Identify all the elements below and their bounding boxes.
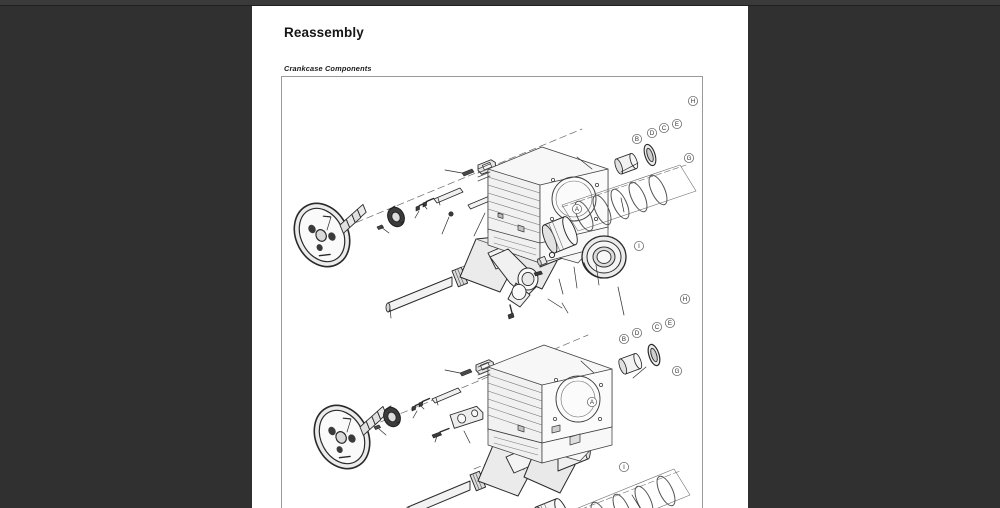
callout-h: H: [687, 95, 698, 106]
callout-circle: [631, 134, 642, 145]
callout-circle: [671, 365, 682, 376]
callout-label: C: [662, 125, 667, 132]
callout-circle: [571, 204, 582, 215]
callout-label: A: [575, 206, 580, 213]
callout-circle: [683, 153, 694, 164]
callout-i: I: [618, 461, 629, 472]
callout-label: D: [650, 130, 655, 137]
callout-b: B: [631, 134, 642, 145]
callout-d: D: [646, 128, 657, 139]
page-title: Reassembly: [284, 25, 364, 40]
callout-label: D: [635, 330, 640, 337]
callout-circle: [679, 293, 690, 304]
callout-circle: [671, 119, 682, 130]
callout-circle: [633, 240, 644, 251]
callout-label: G: [687, 155, 692, 162]
figure-container: ABCDEFGHIJKLMNOPQRABCDEFGHIJKLMMNOPQ: [281, 76, 703, 508]
callout-circle: [586, 396, 597, 407]
callout-label: I: [638, 243, 640, 250]
callout-e: E: [664, 317, 675, 328]
lower-assembly-group: [302, 334, 691, 508]
callout-h: H: [679, 293, 690, 304]
callout-i: I: [633, 240, 644, 251]
callout-b: B: [618, 333, 629, 344]
callout-circle: [646, 128, 657, 139]
callout-label: G: [675, 368, 680, 375]
crankcase-exploded-diagram: ABCDEFGHIJKLMNOPQRABCDEFGHIJKLMMNOPQ: [282, 95, 698, 508]
callout-label: H: [683, 296, 687, 303]
callout-circle: [618, 333, 629, 344]
callout-circle: [618, 461, 629, 472]
section-label: Crankcase Components: [284, 64, 372, 73]
callout-label: I: [623, 464, 625, 471]
callout-c: C: [658, 123, 669, 134]
callout-d: D: [631, 327, 642, 338]
callout-c: C: [651, 321, 662, 332]
callout-label: B: [622, 336, 626, 343]
callout-label: C: [655, 324, 660, 331]
callout-circle: [658, 123, 669, 134]
upper-piston-rings: [561, 164, 697, 234]
callout-label: E: [675, 121, 679, 128]
callout-circle: [664, 317, 675, 328]
lower-crankcase-block: [477, 344, 613, 464]
callout-a: A: [586, 396, 597, 407]
callout-label: H: [691, 98, 695, 105]
callout-label: E: [668, 320, 672, 327]
callout-circle: [651, 321, 662, 332]
upper-connecting-rod: [489, 248, 556, 320]
document-page: Reassembly Crankcase Components: [252, 6, 748, 508]
lower-piston-rings: [564, 468, 691, 508]
callout-label: B: [635, 136, 639, 143]
upper-assembly-group: [282, 128, 697, 320]
callout-circle: [631, 327, 642, 338]
callout-label: A: [590, 399, 595, 406]
callout-g: G: [683, 153, 694, 164]
callout-a: A: [571, 204, 582, 215]
callout-e: E: [671, 119, 682, 130]
callout-circle: [687, 95, 698, 106]
callout-g: G: [671, 365, 682, 376]
pdf-viewer-top-bar: [0, 0, 1000, 6]
